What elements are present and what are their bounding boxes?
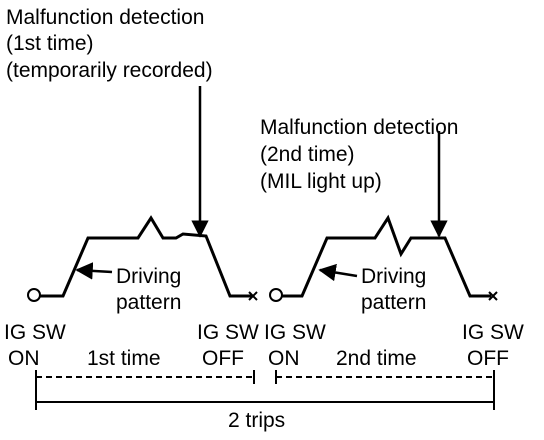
trip-2-pattern-label-line1: Driving — [361, 265, 426, 288]
trip-1-pattern-pointer — [75, 262, 113, 280]
second-detection-line1: Malfunction detection — [260, 116, 458, 139]
trip-2: Driving pattern IG SW ON IG SW OFF 2nd t… — [264, 214, 524, 384]
trip-2-pattern-label-line2: pattern — [361, 291, 426, 314]
trip-2-end-label-line2: OFF — [467, 347, 509, 370]
trip-2-pattern-pointer — [318, 263, 358, 282]
total-trips-label: 2 trips — [228, 409, 285, 432]
trip-1-end-label-line2: OFF — [202, 347, 244, 370]
trip-2-count-label: 2nd time — [336, 347, 417, 370]
first-detection-annotation: Malfunction detection (1st time) (tempor… — [6, 6, 213, 238]
trip-1-pattern-label-line1: Driving — [116, 265, 181, 288]
trip-1-end-label-line1: IG SW — [197, 321, 259, 344]
second-detection-line3: (MIL light up) — [260, 170, 382, 193]
trip-1: Driving pattern IG SW ON IG SW OFF 1st t… — [4, 215, 259, 384]
first-detection-line1: Malfunction detection — [6, 6, 204, 29]
first-detection-line3: (temporarily recorded) — [6, 59, 213, 82]
first-detection-line2: (1st time) — [6, 32, 94, 55]
trip-1-driving-pattern — [40, 215, 252, 298]
trip-2-driving-pattern — [282, 214, 491, 298]
trip-1-pattern-label-line2: pattern — [116, 291, 181, 314]
trip-1-ig-on-marker — [27, 288, 41, 302]
second-detection-line2: (2nd time) — [260, 143, 355, 166]
trip-1-start-label-line1: IG SW — [4, 321, 66, 344]
total-span: 2 trips — [35, 384, 495, 432]
trip-2-ig-on-marker — [269, 288, 283, 302]
trip-2-start-label-line1: IG SW — [264, 321, 326, 344]
trip-2-ig-off-marker — [488, 291, 498, 301]
trip-1-start-label-line2: ON — [8, 347, 40, 370]
trip-2-end-label-line1: IG SW — [462, 321, 524, 344]
trip-1-ig-off-marker — [248, 291, 258, 301]
second-detection-annotation: Malfunction detection (2nd time) (MIL li… — [260, 116, 458, 238]
trip-2-start-label-line2: ON — [268, 347, 300, 370]
trip-1-count-label: 1st time — [87, 347, 161, 370]
